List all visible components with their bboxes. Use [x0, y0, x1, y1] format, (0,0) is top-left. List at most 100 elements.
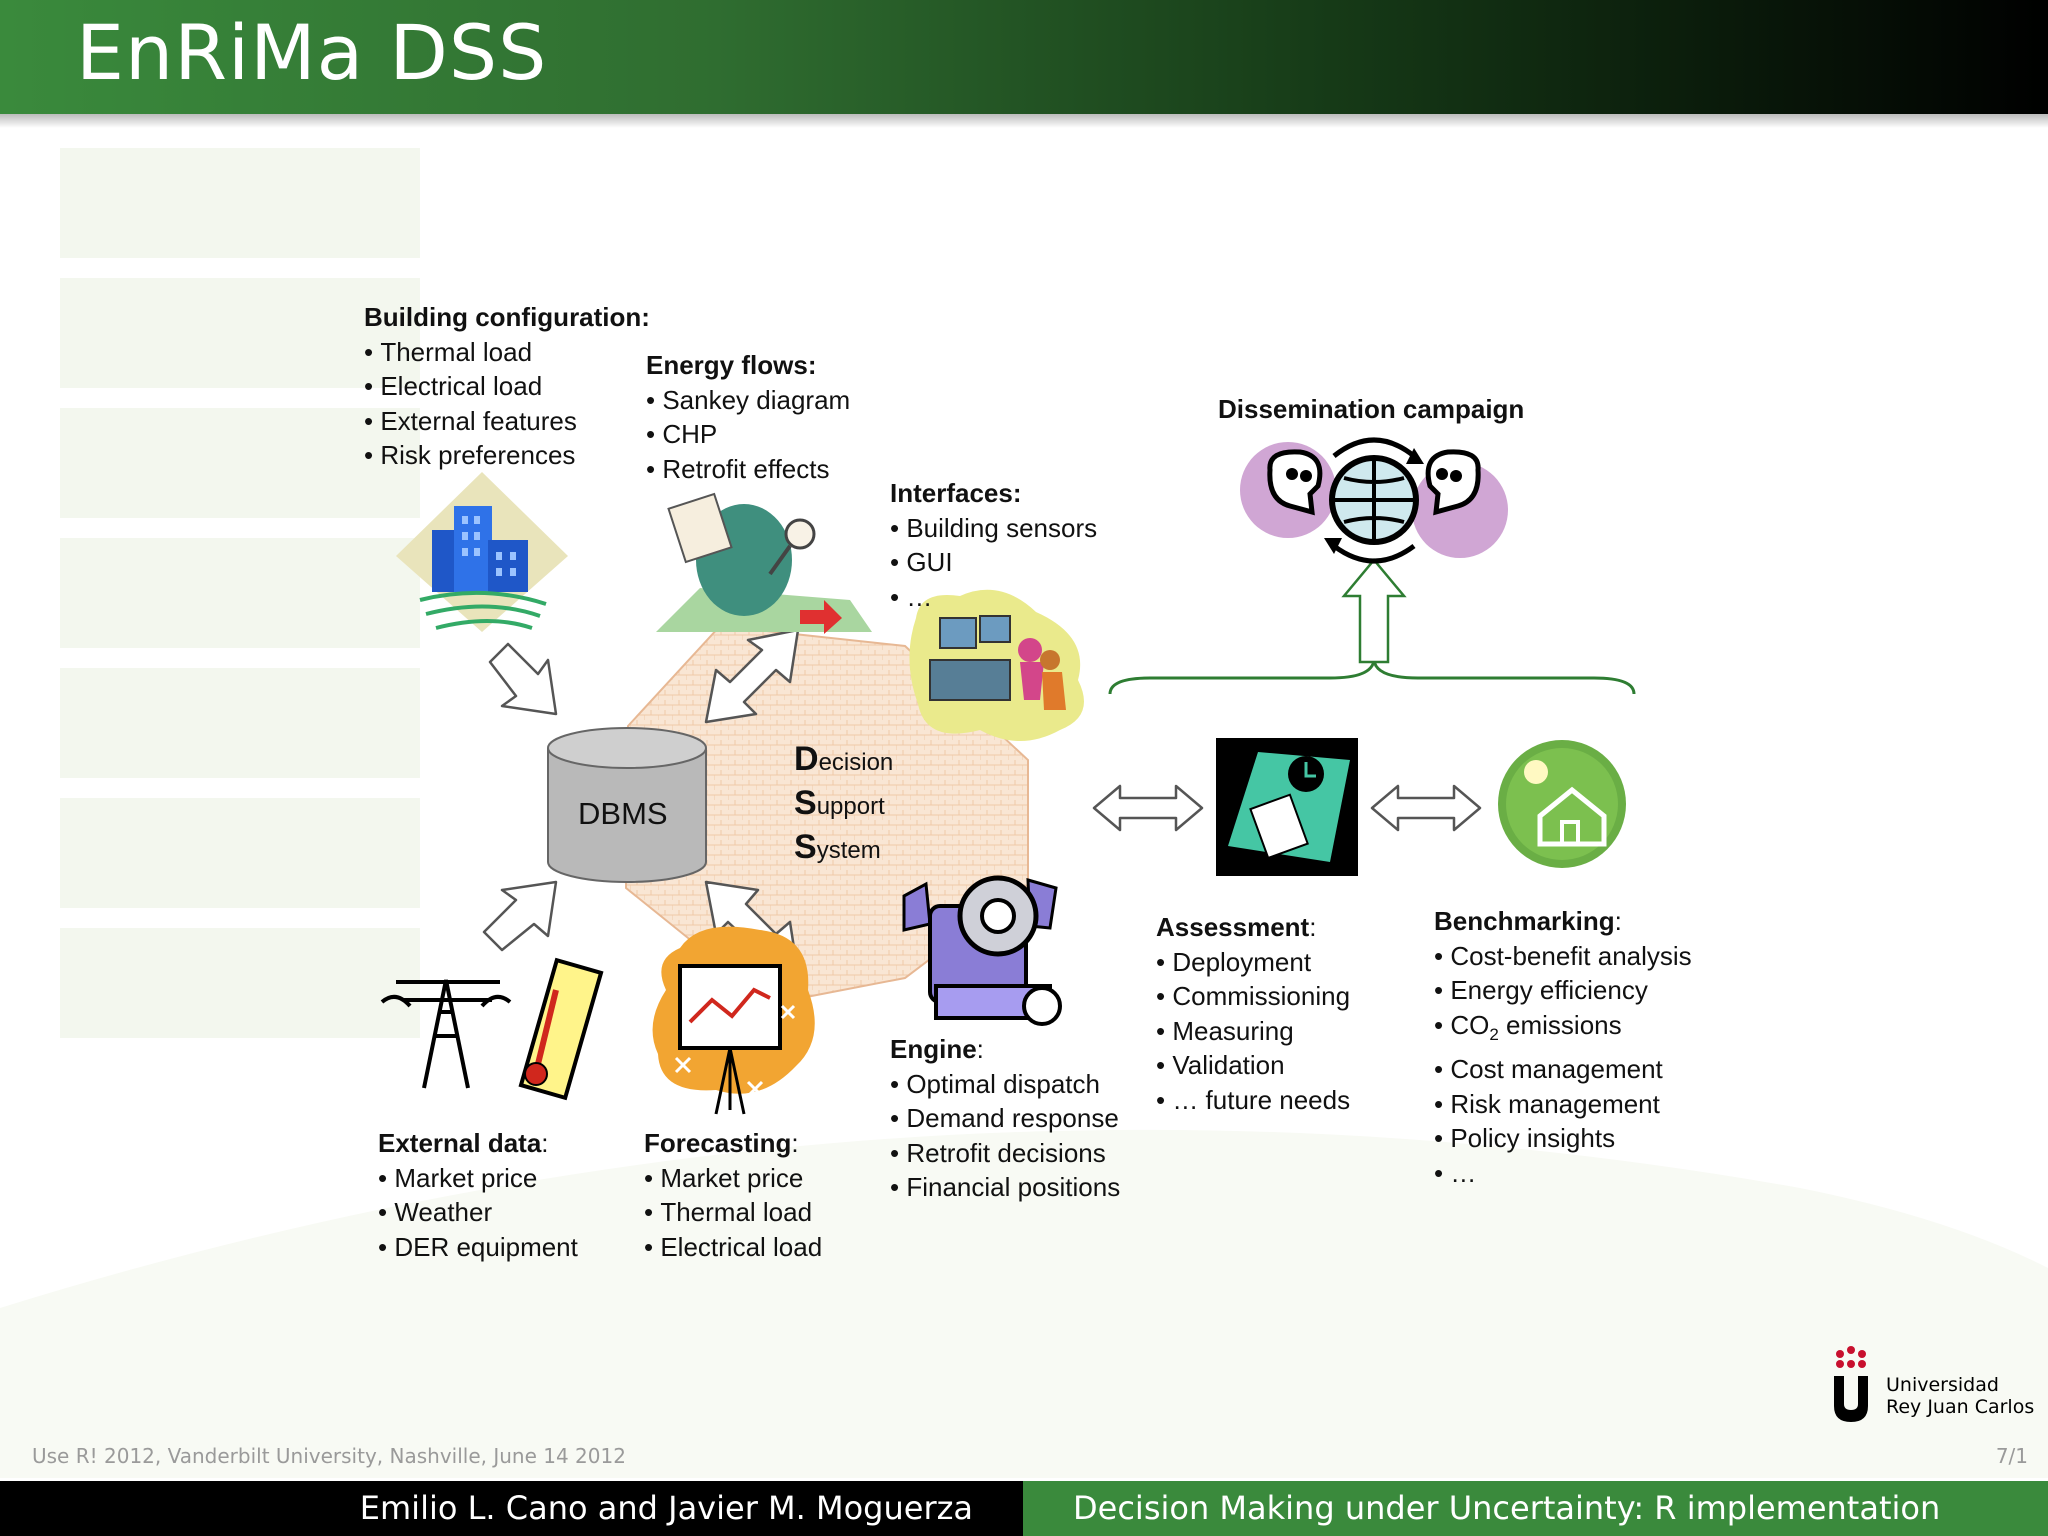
interfaces-heading: Interfaces:: [890, 478, 1022, 508]
external-data-icon: [380, 957, 604, 1101]
heading-colon: :: [1614, 906, 1622, 936]
benchmarking-block: Benchmarking: Cost-benefit analysis Ener…: [1434, 904, 1692, 1190]
arrow-building-to-dbms: [488, 642, 558, 716]
list-item-co2: CO2 emissions: [1434, 1008, 1692, 1053]
dss-decision-initial: D: [794, 740, 819, 778]
dissemination-block: Dissemination campaign: [1218, 392, 1524, 427]
heading-colon: :: [976, 1034, 984, 1064]
list-item: Risk preferences: [364, 438, 650, 473]
external-data-block: External data: Market price Weather DER …: [378, 1126, 578, 1264]
dss-system-initial: S: [794, 828, 817, 866]
arrow-external-to-dbms: [482, 880, 558, 952]
list-item: Validation: [1156, 1048, 1350, 1083]
list-item: Retrofit decisions: [890, 1136, 1120, 1171]
bottom-bar-right: Decision Making under Uncertainty: R imp…: [1023, 1481, 2048, 1536]
list-item: Demand response: [890, 1101, 1120, 1136]
list-item: GUI: [890, 545, 1097, 580]
assessment-heading: Assessment: [1156, 912, 1310, 942]
dissemination-heading: Dissemination campaign: [1218, 394, 1525, 424]
dss-support: Support: [794, 784, 885, 823]
list-item: Thermal load: [364, 335, 650, 370]
dss-system: System: [794, 828, 881, 867]
engine-heading-row: Engine:: [890, 1032, 1120, 1067]
list-item: Market price: [378, 1161, 578, 1196]
benchmarking-heading-row: Benchmarking:: [1434, 904, 1692, 939]
co2-subscript: 2: [1489, 1024, 1499, 1044]
co2-prefix: CO: [1450, 1009, 1490, 1040]
list-item: Electrical load: [644, 1230, 822, 1265]
list-item: CHP: [646, 417, 850, 452]
benchmarking-heading: Benchmarking: [1434, 906, 1615, 936]
dss-decision-rest: ecision: [818, 749, 894, 776]
list-item: External features: [364, 404, 650, 439]
university-logo: Universidad Rey Juan Carlos: [1826, 1346, 2036, 1426]
interfaces-icon: [909, 589, 1084, 741]
list-item: Thermal load: [644, 1195, 822, 1230]
footer-talk-title: Decision Making under Uncertainty: R imp…: [1073, 1489, 1941, 1527]
energy-flows-heading: Energy flows:: [646, 350, 817, 380]
building-config-block: Building configuration: Thermal load Ele…: [364, 300, 650, 473]
list-item: Policy insights: [1434, 1121, 1692, 1156]
dss-decision: Decision: [794, 740, 893, 779]
university-name: Universidad Rey Juan Carlos: [1886, 1374, 2034, 1418]
arrow-engine-assessment: [1092, 784, 1204, 832]
slide-title: EnRiMa DSS: [76, 8, 548, 97]
assessment-icon: [1216, 738, 1358, 876]
energy-flows-icon: [656, 492, 872, 634]
list-item: DER equipment: [378, 1230, 578, 1265]
title-bar: EnRiMa DSS: [0, 0, 2048, 114]
benchmarking-icon: [1498, 740, 1626, 868]
list-item: Financial positions: [890, 1170, 1120, 1205]
assessment-heading-row: Assessment:: [1156, 910, 1350, 945]
list-item: Optimal dispatch: [890, 1067, 1120, 1102]
building-config-heading: Building configuration:: [364, 302, 650, 332]
list-item: Weather: [378, 1195, 578, 1230]
university-line2: Rey Juan Carlos: [1886, 1396, 2035, 1418]
forecasting-heading-row: Forecasting:: [644, 1126, 822, 1161]
list-item: Deployment: [1156, 945, 1350, 980]
heading-colon: :: [1309, 912, 1317, 942]
bottom-bar: Emilio L. Cano and Javier M. Moguerza De…: [0, 1481, 2048, 1536]
footer-event: Use R! 2012, Vanderbilt University, Nash…: [32, 1444, 626, 1468]
arrow-assessment-benchmarking: [1370, 784, 1482, 832]
arrow-up-dissemination: [1341, 558, 1407, 664]
dss-system-rest: ystem: [816, 837, 881, 864]
list-item: Measuring: [1156, 1014, 1350, 1049]
external-data-heading: External data: [378, 1128, 542, 1158]
list-item: …: [1434, 1156, 1692, 1191]
dbms-cylinder: [547, 727, 707, 883]
list-item: Risk management: [1434, 1087, 1692, 1122]
list-item: Cost management: [1434, 1052, 1692, 1087]
title-shadow: [0, 114, 2048, 128]
list-item: …: [890, 580, 1097, 615]
dss-diagram: [380, 437, 1636, 1115]
engine-heading: Engine: [890, 1034, 977, 1064]
forecasting-heading: Forecasting: [644, 1128, 792, 1158]
dss-support-rest: upport: [816, 793, 885, 820]
list-item: Retrofit effects: [646, 452, 850, 487]
list-item: Cost-benefit analysis: [1434, 939, 1691, 974]
list-item: Market price: [644, 1161, 822, 1196]
forecasting-icon: [652, 926, 815, 1115]
forecasting-block: Forecasting: Market price Thermal load E…: [644, 1126, 822, 1264]
list-item: Commissioning: [1156, 979, 1350, 1014]
list-item: Electrical load: [364, 369, 650, 404]
footer-authors: Emilio L. Cano and Javier M. Moguerza: [359, 1489, 973, 1527]
dss-support-initial: S: [794, 784, 817, 822]
engine-block: Engine: Optimal dispatch Demand response…: [890, 1032, 1120, 1205]
university-line1: Universidad: [1886, 1374, 1999, 1396]
urjc-logo-icon: [1834, 1346, 1868, 1422]
energy-flows-block: Energy flows: Sankey diagram CHP Retrofi…: [646, 348, 850, 486]
list-item: Sankey diagram: [646, 383, 850, 418]
heading-colon: :: [791, 1128, 799, 1158]
assessment-block: Assessment: Deployment Commissioning Mea…: [1156, 910, 1350, 1117]
dissemination-icon: [1240, 437, 1508, 564]
interfaces-block: Interfaces: Building sensors GUI …: [890, 476, 1097, 614]
list-item: Building sensors: [890, 511, 1097, 546]
co2-rest: emissions: [1506, 1009, 1622, 1040]
external-data-heading-row: External data:: [378, 1126, 578, 1161]
bottom-bar-left: Emilio L. Cano and Javier M. Moguerza: [0, 1481, 1023, 1536]
engine-icon: [902, 875, 1062, 1026]
building-icon: [396, 472, 568, 632]
page-number: 7/1: [1995, 1444, 2028, 1468]
